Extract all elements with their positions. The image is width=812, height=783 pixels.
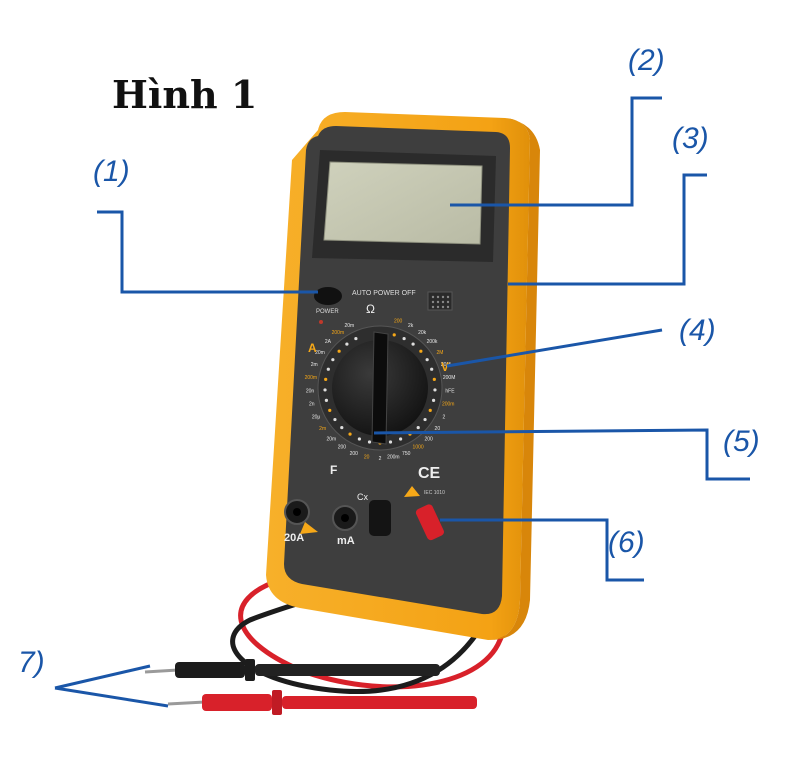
a-label: A — [308, 341, 317, 355]
test-leads — [144, 518, 508, 715]
dial-tick — [392, 333, 396, 337]
dial-range-label: 20m — [344, 323, 354, 329]
dial-tick — [354, 336, 358, 341]
dial-range-label: hFE — [445, 388, 455, 394]
leader-5 — [373, 428, 750, 481]
dial-range-label: 200 — [394, 318, 403, 324]
dial-tick — [337, 349, 341, 353]
red-probe — [167, 690, 477, 715]
rotary-selector: 2002k20k200k2M20M200MhFE200m220200100075… — [305, 318, 456, 462]
callout-5: (5) — [723, 425, 760, 458]
dial-range-label: 20M — [441, 362, 451, 368]
dial-range-label: 200m — [305, 375, 318, 381]
dial-range-label: 200m — [387, 455, 400, 461]
dial-range-label: 20m — [315, 350, 325, 356]
dial-range-label: 2 — [443, 414, 446, 420]
dial-range-label: 2m — [319, 426, 326, 432]
auto-off-label: AUTO POWER OFF — [352, 290, 416, 297]
ohm-symbol: Ω — [366, 302, 375, 316]
dial-range-label: 200m — [442, 402, 455, 408]
dial-tick — [430, 367, 434, 371]
leader-1 — [97, 210, 318, 294]
dial-range-label: 20 — [435, 426, 441, 432]
f-label: F — [330, 463, 337, 477]
dial-tick — [433, 388, 437, 392]
hfe-socket — [427, 291, 453, 311]
dial-tick — [423, 417, 427, 422]
dial-range-label: 20k — [418, 330, 427, 336]
black-probe — [144, 659, 440, 681]
callout-7: 7) — [18, 646, 45, 679]
dial-range-label: 20n — [306, 388, 315, 394]
dial-range-label: 200M — [443, 375, 456, 381]
callout-6: (6) — [608, 526, 645, 559]
dial-range-label: 2k — [408, 323, 414, 329]
lcd-display — [323, 161, 483, 245]
dial-range-label: 1000 — [413, 445, 424, 451]
dial-tick — [432, 377, 436, 381]
dial-tick — [326, 367, 330, 371]
dial-tick — [331, 358, 335, 362]
dial-range-label: 2 — [379, 456, 382, 462]
dial-tick — [324, 398, 329, 402]
dial-tick — [431, 398, 436, 402]
iec-mark: IEC 1010 — [424, 490, 445, 496]
dial-range-label: 200 — [338, 445, 347, 451]
callout-3: (3) — [672, 122, 709, 155]
power-label: POWER — [316, 309, 339, 315]
dial-range-label: 200m — [332, 330, 345, 336]
leader-7b — [54, 686, 169, 708]
dial-tick — [333, 417, 337, 422]
callout-2: (2) — [628, 44, 665, 77]
dial-range-label: 20 — [364, 455, 370, 461]
jack-20a-label: 20A — [284, 532, 304, 544]
dial-range-label: 2n — [309, 402, 315, 408]
figure-title: Hình 1 — [112, 72, 258, 117]
dial-tick — [399, 437, 403, 441]
dial-tick — [402, 336, 406, 341]
jack-ma-label: mA — [337, 535, 355, 547]
dial-range-label: 200k — [427, 339, 438, 345]
dial-range-label: 2A — [325, 339, 332, 345]
callout-4: (4) — [679, 314, 716, 347]
dial-tick — [416, 425, 420, 430]
leader-2 — [450, 96, 662, 207]
leader-7a — [54, 664, 151, 690]
cx-label: Cx — [357, 492, 368, 502]
dial-range-label: 2m — [311, 362, 318, 368]
dial-tick — [357, 437, 361, 441]
leader-6 — [440, 518, 644, 582]
leader-4 — [446, 328, 663, 368]
dial-tick — [348, 432, 352, 436]
leader-lines — [54, 96, 750, 708]
dial-tick — [425, 358, 429, 362]
dial-range-label: 2M — [437, 350, 444, 356]
input-jacks: 20A mA — [284, 486, 444, 547]
dial-range-label: 200 — [424, 436, 433, 442]
dial-tick — [367, 440, 372, 444]
ce-mark: CE — [418, 465, 441, 482]
dial-labels: 2002k20k200k2M20M200MhFE200m220200100075… — [305, 318, 456, 462]
dial-tick — [340, 425, 344, 430]
dial-tick — [323, 388, 327, 392]
dial-range-label: 20m — [327, 436, 337, 442]
dial-tick — [328, 408, 332, 412]
dial-tick — [428, 408, 432, 412]
knob-pointer-bar — [371, 331, 389, 445]
dial-tick — [388, 440, 393, 444]
dial-tick — [345, 342, 349, 346]
v-label: V — [441, 360, 449, 374]
leader-3 — [508, 173, 707, 286]
dial-tick — [324, 377, 328, 381]
dial-range-label: 200 — [350, 451, 359, 457]
dial-tick — [411, 342, 415, 346]
dial-tick — [419, 349, 423, 353]
dial-range-label: 750 — [402, 451, 411, 457]
power-button: POWER — [314, 287, 342, 324]
dial-range-label: 20μ — [312, 414, 321, 420]
callout-1: (1) — [93, 155, 130, 188]
dial-ticks — [323, 333, 437, 445]
